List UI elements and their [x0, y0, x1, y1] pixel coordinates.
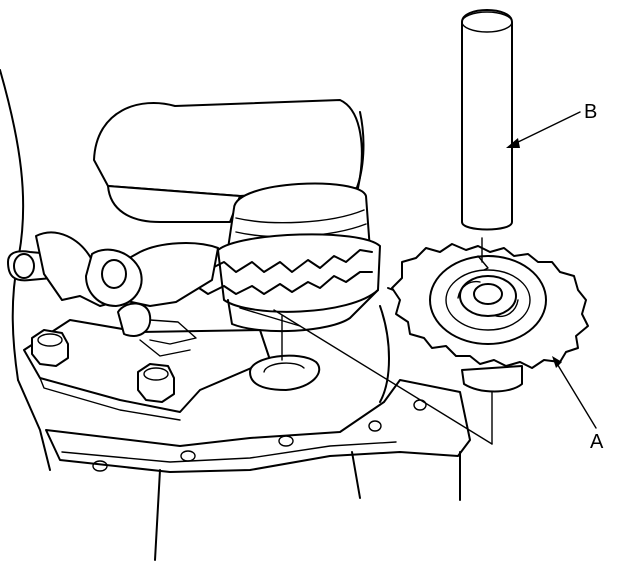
- alignment-lines: [273, 309, 493, 445]
- callout-b: B: [506, 101, 597, 148]
- label-a: A: [590, 431, 604, 453]
- shift-lever: [7, 231, 219, 357]
- flange-nut-right: [137, 363, 175, 403]
- label-b: B: [584, 101, 597, 123]
- shaft-assembly: [93, 99, 381, 333]
- callout-a: A: [552, 356, 604, 453]
- idler-shaft-b: [461, 9, 513, 271]
- oil-passage: [249, 354, 321, 391]
- flange-bolt-holes: [92, 399, 427, 472]
- idler-gear-a: [391, 243, 589, 393]
- transmission-housing: [0, 69, 471, 561]
- flange-nut-left: [31, 329, 69, 367]
